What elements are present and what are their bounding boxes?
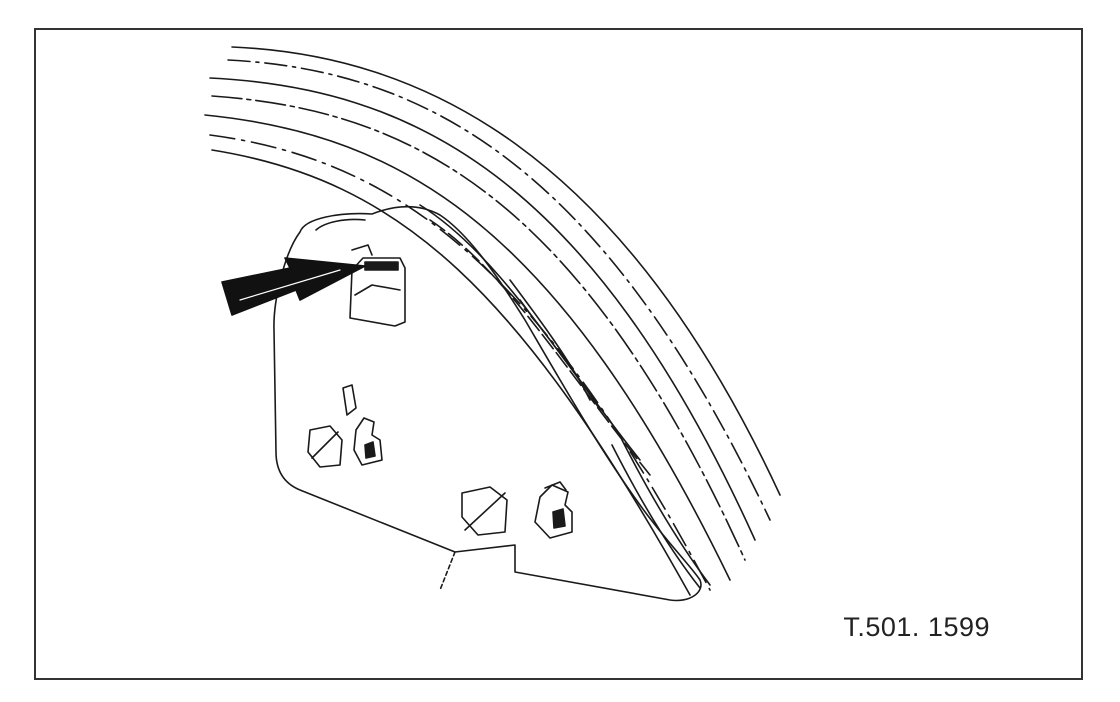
clip-hole-icon	[534, 481, 573, 539]
pointer-arrow-icon	[221, 257, 366, 316]
pillar-seal-lines	[204, 46, 781, 596]
trim-edge-lines	[419, 204, 711, 589]
clip-hole-icon	[342, 384, 383, 466]
square-hole-icon	[461, 486, 508, 536]
trim-panel-outline	[273, 205, 702, 602]
retaining-clip	[349, 244, 406, 327]
square-hole-icon	[307, 425, 343, 468]
figure-reference-code: T.501. 1599	[843, 612, 990, 642]
figure-frame	[34, 28, 1083, 680]
